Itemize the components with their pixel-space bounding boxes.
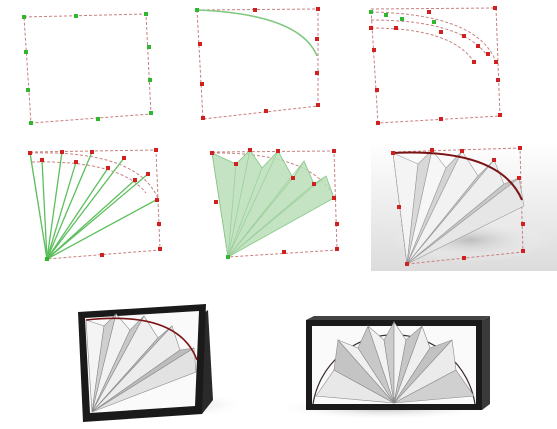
fan-panel-9 <box>406 177 525 265</box>
outer-arc <box>211 152 337 202</box>
panel-step-6 <box>371 141 557 271</box>
fan-panel-12 <box>393 369 475 404</box>
outer-arc <box>392 151 523 201</box>
control-points <box>28 148 162 261</box>
panel-step-1 <box>22 12 153 125</box>
quarter-arc <box>196 9 318 57</box>
middle-arc <box>370 19 487 55</box>
frame-outline <box>370 7 501 124</box>
outer-arc <box>29 152 160 202</box>
panel-step-8 <box>275 316 495 420</box>
outer-arc <box>85 317 198 361</box>
control-points <box>22 12 153 125</box>
inner-arc <box>31 161 147 194</box>
fan-surface <box>211 149 335 258</box>
frame-side <box>482 316 490 410</box>
panel-step-5 <box>210 148 339 259</box>
frame-top <box>306 316 490 320</box>
inner-arc <box>370 27 475 63</box>
panel-step-7 <box>70 304 250 422</box>
panel-step-4 <box>28 148 162 261</box>
panel-step-2 <box>195 7 320 120</box>
fold-lines <box>29 151 157 260</box>
control-points <box>391 146 525 266</box>
frame-outline <box>196 8 319 120</box>
fan-panel-9 <box>91 347 197 413</box>
control-points <box>369 6 502 125</box>
panel-step-3 <box>369 6 502 125</box>
control-points <box>195 7 320 120</box>
frame-outline <box>23 13 152 124</box>
control-points <box>210 148 339 259</box>
outer-arc <box>370 11 497 63</box>
